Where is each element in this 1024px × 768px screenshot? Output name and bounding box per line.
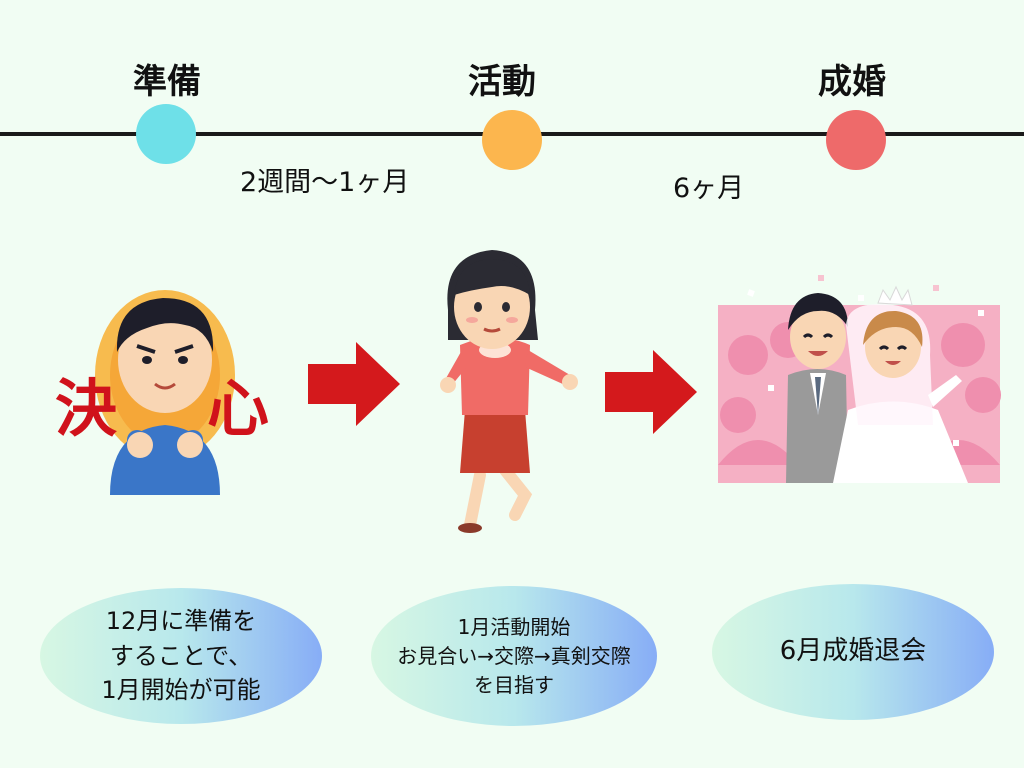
stage-title-preparation: 準備: [133, 62, 201, 102]
bubble-marriage: 6月成婚退会: [712, 584, 994, 720]
bubble-preparation: 12月に準備を することで、 1月開始が可能: [40, 588, 322, 724]
wedding-couple-illustration: [718, 275, 1001, 483]
bubble-preparation-text: 12月に準備を することで、 1月開始が可能: [101, 606, 261, 705]
duration-preparation: 2週間〜1ヶ月: [240, 167, 410, 198]
timeline-dot-preparation: [136, 104, 196, 164]
arrow-right-2: [605, 350, 697, 434]
timeline-dot-activity: [482, 110, 542, 170]
running-woman-illustration: [440, 250, 578, 533]
decision-sign-left: 決: [55, 372, 117, 445]
bubble-marriage-text: 6月成婚退会: [779, 636, 927, 667]
determined-man-illustration: 決 心: [55, 290, 269, 495]
decision-sign-right: 心: [207, 372, 269, 445]
bubble-activity: 1月活動開始 お見合い→交際→真剣交際 を目指す: [371, 586, 657, 726]
timeline-dot-marriage: [826, 110, 886, 170]
arrow-right-1: [308, 342, 400, 426]
bubble-activity-text: 1月活動開始 お見合い→交際→真剣交際 を目指す: [397, 614, 631, 697]
stage-title-activity: 活動: [468, 62, 536, 102]
duration-activity: 6ヶ月: [673, 173, 745, 204]
stage-title-marriage: 成婚: [818, 62, 886, 102]
